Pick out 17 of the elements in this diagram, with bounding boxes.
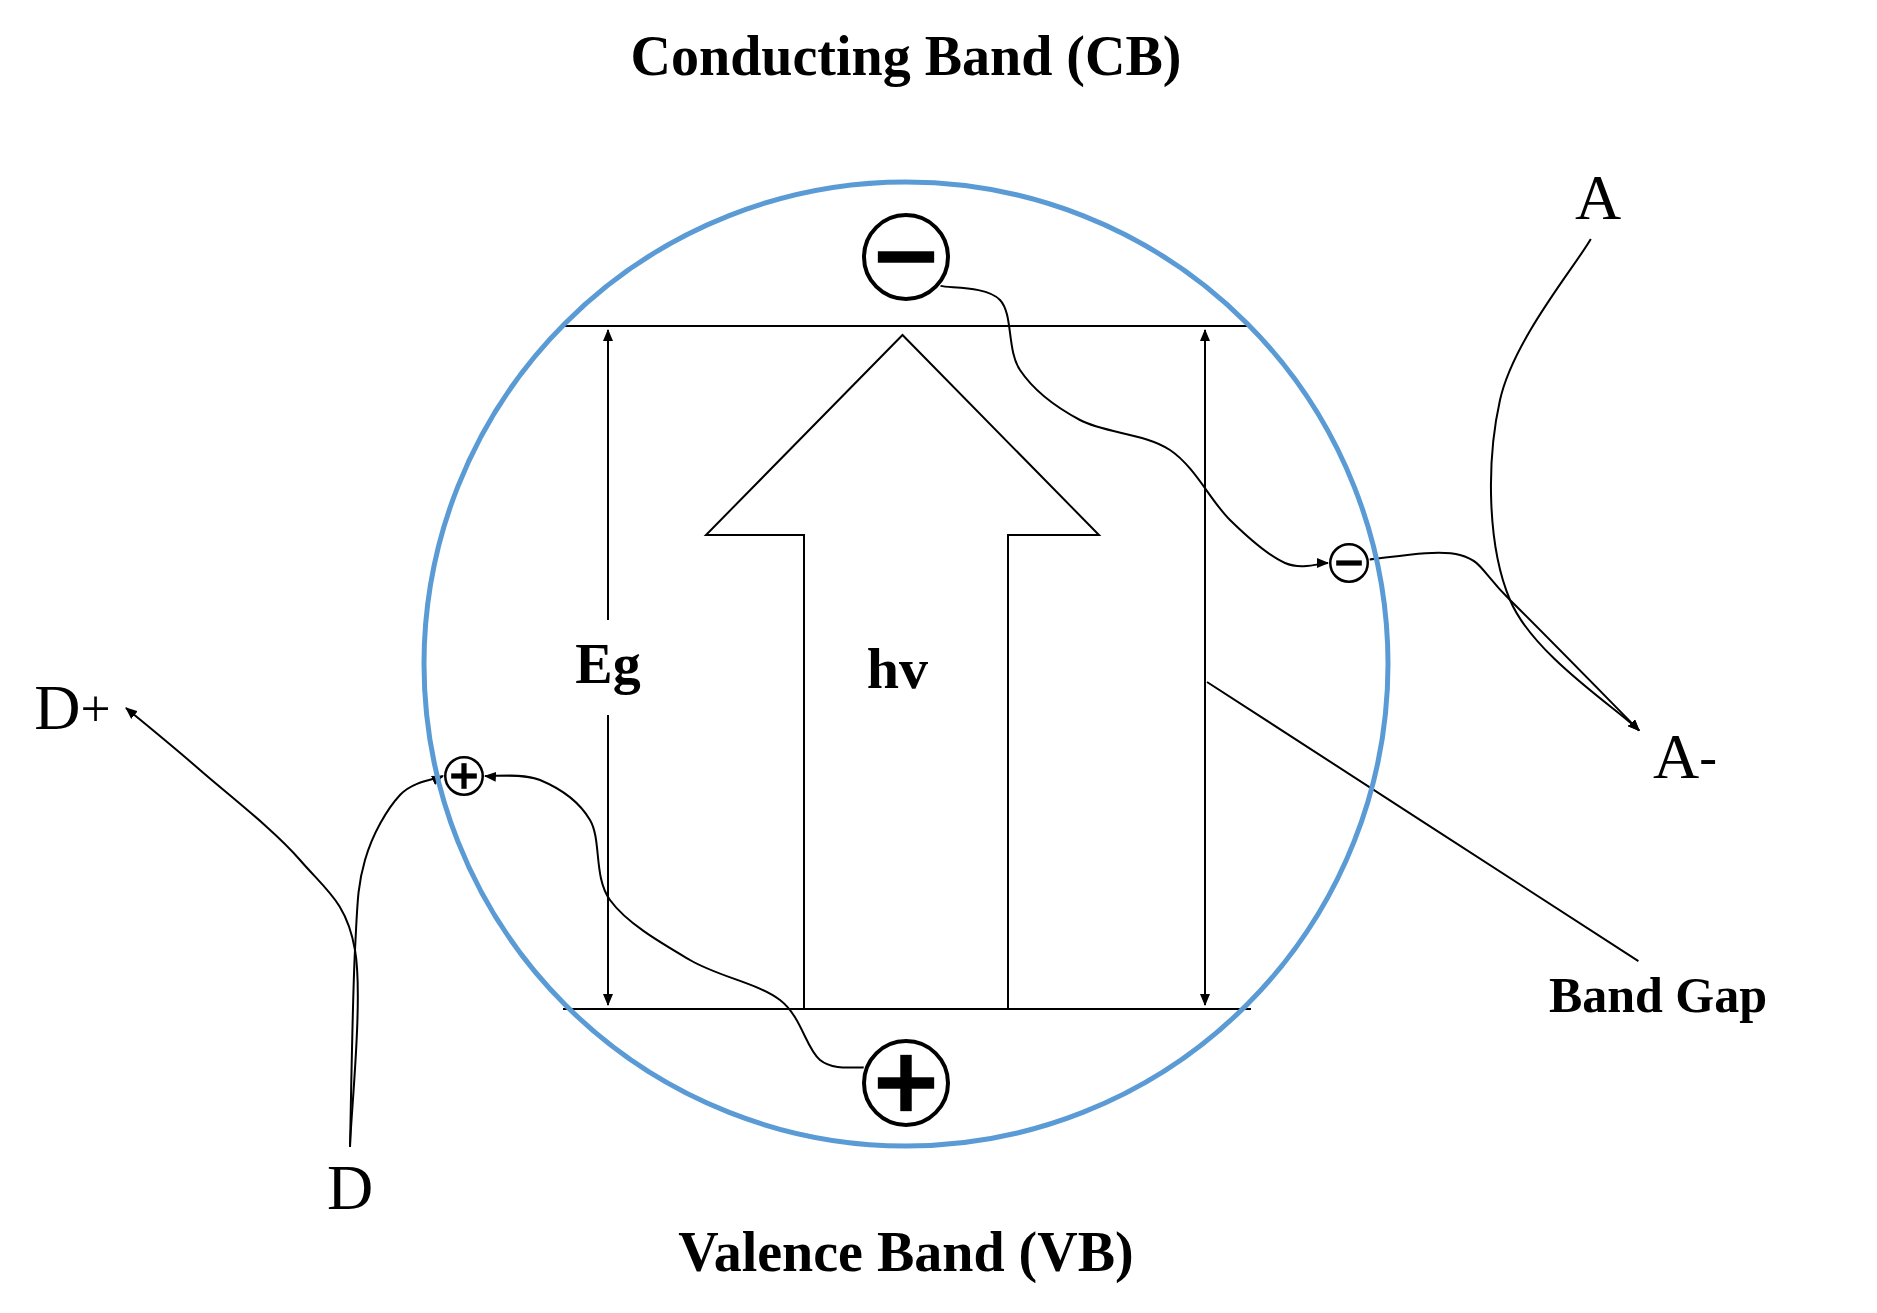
arrow <box>349 775 444 1148</box>
energy-label: hv <box>865 634 930 703</box>
electron-symbol <box>862 213 950 301</box>
species-label: D <box>315 1148 385 1228</box>
arrow <box>1489 238 1641 732</box>
hole-symbol <box>862 1039 950 1127</box>
species-label: A <box>1563 158 1633 238</box>
band-title: Valence Band (VB) <box>677 1220 1135 1285</box>
leader-line <box>1206 681 1640 963</box>
arrow <box>484 771 865 1069</box>
arrow <box>939 284 1329 569</box>
callout-label: Band Gap <box>1488 962 1828 1028</box>
particle-circle <box>421 179 1391 1149</box>
block-arrow <box>706 335 1099 1009</box>
arrow <box>1368 551 1641 732</box>
dimension-label: Eg <box>574 632 642 697</box>
band-title: Conducting Band (CB) <box>629 24 1183 89</box>
